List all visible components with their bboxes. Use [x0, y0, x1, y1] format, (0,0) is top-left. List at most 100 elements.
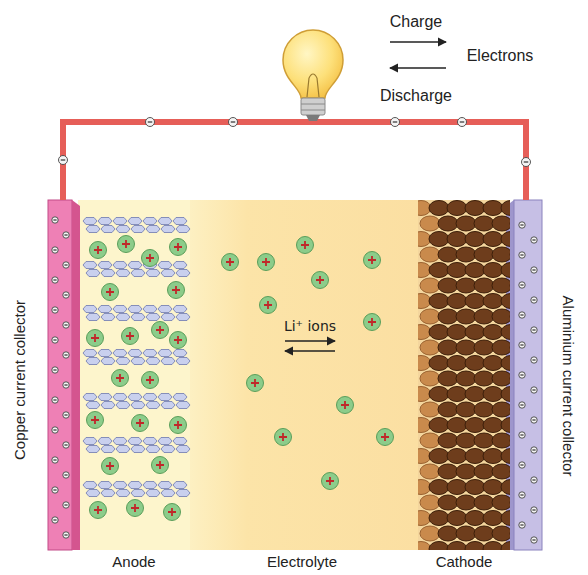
- cathode-particle: [438, 433, 458, 448]
- graphite-hexagon: [173, 482, 187, 489]
- electron-disc: [519, 252, 525, 258]
- graphite-hexagon: [128, 482, 142, 489]
- electron: [52, 397, 58, 403]
- ion-disc: [90, 502, 107, 519]
- electron-minus: [64, 504, 67, 505]
- graphite-hexagon: [86, 270, 100, 277]
- electron-minus: [520, 374, 523, 375]
- ion-disc: [297, 237, 314, 254]
- graphite-hexagon: [161, 226, 175, 233]
- graphite-hexagon: [158, 262, 172, 269]
- cathode-particle: [438, 216, 458, 231]
- ion-disc: [260, 297, 277, 314]
- cathode-particle: [492, 464, 510, 479]
- cathode-particle: [429, 480, 449, 495]
- cathode-particle: [465, 232, 485, 247]
- lithium-ion: [142, 250, 159, 267]
- cathode-particle: [429, 263, 449, 278]
- cathode-particle: [474, 433, 494, 448]
- lithium-ion: [112, 370, 129, 387]
- electron-minus: [532, 299, 535, 300]
- electron: [63, 352, 69, 358]
- ion-plus: [106, 288, 114, 296]
- bulb-filament: [307, 74, 319, 97]
- ion-disc: [168, 282, 185, 299]
- ion-plus: [172, 286, 180, 294]
- graphite-hexagon: [86, 314, 100, 321]
- cathode-particle: [420, 464, 440, 479]
- electron-minus: [532, 269, 535, 270]
- electron: [63, 322, 69, 328]
- graphite-hexagon: [131, 270, 145, 277]
- electron: [519, 372, 525, 378]
- electron-minus: [53, 249, 56, 250]
- graphite-hexagon: [173, 394, 187, 401]
- ion-disc: [170, 417, 187, 434]
- graphite-hexagon: [176, 402, 190, 409]
- ion-plus: [368, 256, 376, 264]
- collector-electrons: [52, 217, 537, 543]
- electron: [63, 502, 69, 508]
- graphite-hexagon: [83, 218, 97, 225]
- cathode-particle: [501, 387, 510, 402]
- graphite-hexagon: [131, 358, 145, 365]
- electron-disc: [52, 307, 58, 313]
- cathode-particle: [429, 387, 449, 402]
- cathode-particle: [474, 309, 494, 324]
- graphite-hexagon: [101, 314, 115, 321]
- ion-plus: [174, 421, 182, 429]
- electron-disc: [519, 432, 525, 438]
- electron-disc: [52, 217, 58, 223]
- cathode-particle: [420, 216, 440, 231]
- cathode-particle: [474, 371, 494, 386]
- cathode-particle: [447, 325, 467, 340]
- graphite-hexagon: [86, 226, 100, 233]
- electron-disc: [52, 487, 58, 493]
- electron-disc: [531, 297, 537, 303]
- electron-disc: [63, 502, 69, 508]
- graphite-hexagon: [113, 350, 127, 357]
- electrolyte-region: ElectrolyteLi⁺ ions: [190, 200, 418, 550]
- cathode-particle: [456, 216, 476, 231]
- part-label: Cathode: [436, 553, 493, 570]
- lithium-ion: [170, 417, 187, 434]
- electron: [59, 156, 68, 165]
- lithium-ion: [142, 372, 159, 389]
- electron: [519, 252, 525, 258]
- electron-minus: [53, 309, 56, 310]
- cathode-particle: [492, 495, 510, 510]
- electron-disc: [63, 232, 69, 238]
- cathode-particle: [465, 542, 485, 551]
- electron-minus: [532, 389, 535, 390]
- ion-plus: [326, 477, 334, 485]
- cathode-particle: [447, 263, 467, 278]
- ion-plus: [156, 326, 164, 334]
- graphite-hexagon: [176, 226, 190, 233]
- graphite-hexagon: [98, 438, 112, 445]
- electron-minus: [532, 359, 535, 360]
- graphite-hexagon: [176, 446, 190, 453]
- electron-minus: [520, 284, 523, 285]
- cathode-particles: [418, 201, 510, 551]
- electron-disc: [531, 357, 537, 363]
- graphite-hexagon: [113, 218, 127, 225]
- cathode-particle: [456, 247, 476, 262]
- graphite-hexagon: [158, 394, 172, 401]
- flow-label: Charge: [390, 13, 442, 31]
- electron-minus: [532, 419, 535, 420]
- ion-disc: [164, 504, 181, 521]
- lithium-ion: [164, 504, 181, 521]
- lithium-ion: [168, 282, 185, 299]
- lithium-ion: [260, 297, 277, 314]
- electron-disc: [458, 118, 467, 127]
- ion-disc: [170, 332, 187, 349]
- ion-disc: [337, 397, 354, 414]
- lithium-ion: [102, 458, 119, 475]
- cathode-particle: [501, 542, 510, 551]
- anode-region: Anode: [78, 200, 190, 550]
- electron-disc: [531, 267, 537, 273]
- ion-plus: [251, 379, 259, 387]
- cathode-particle: [429, 449, 449, 464]
- electron: [519, 312, 525, 318]
- cathode-particle: [438, 371, 458, 386]
